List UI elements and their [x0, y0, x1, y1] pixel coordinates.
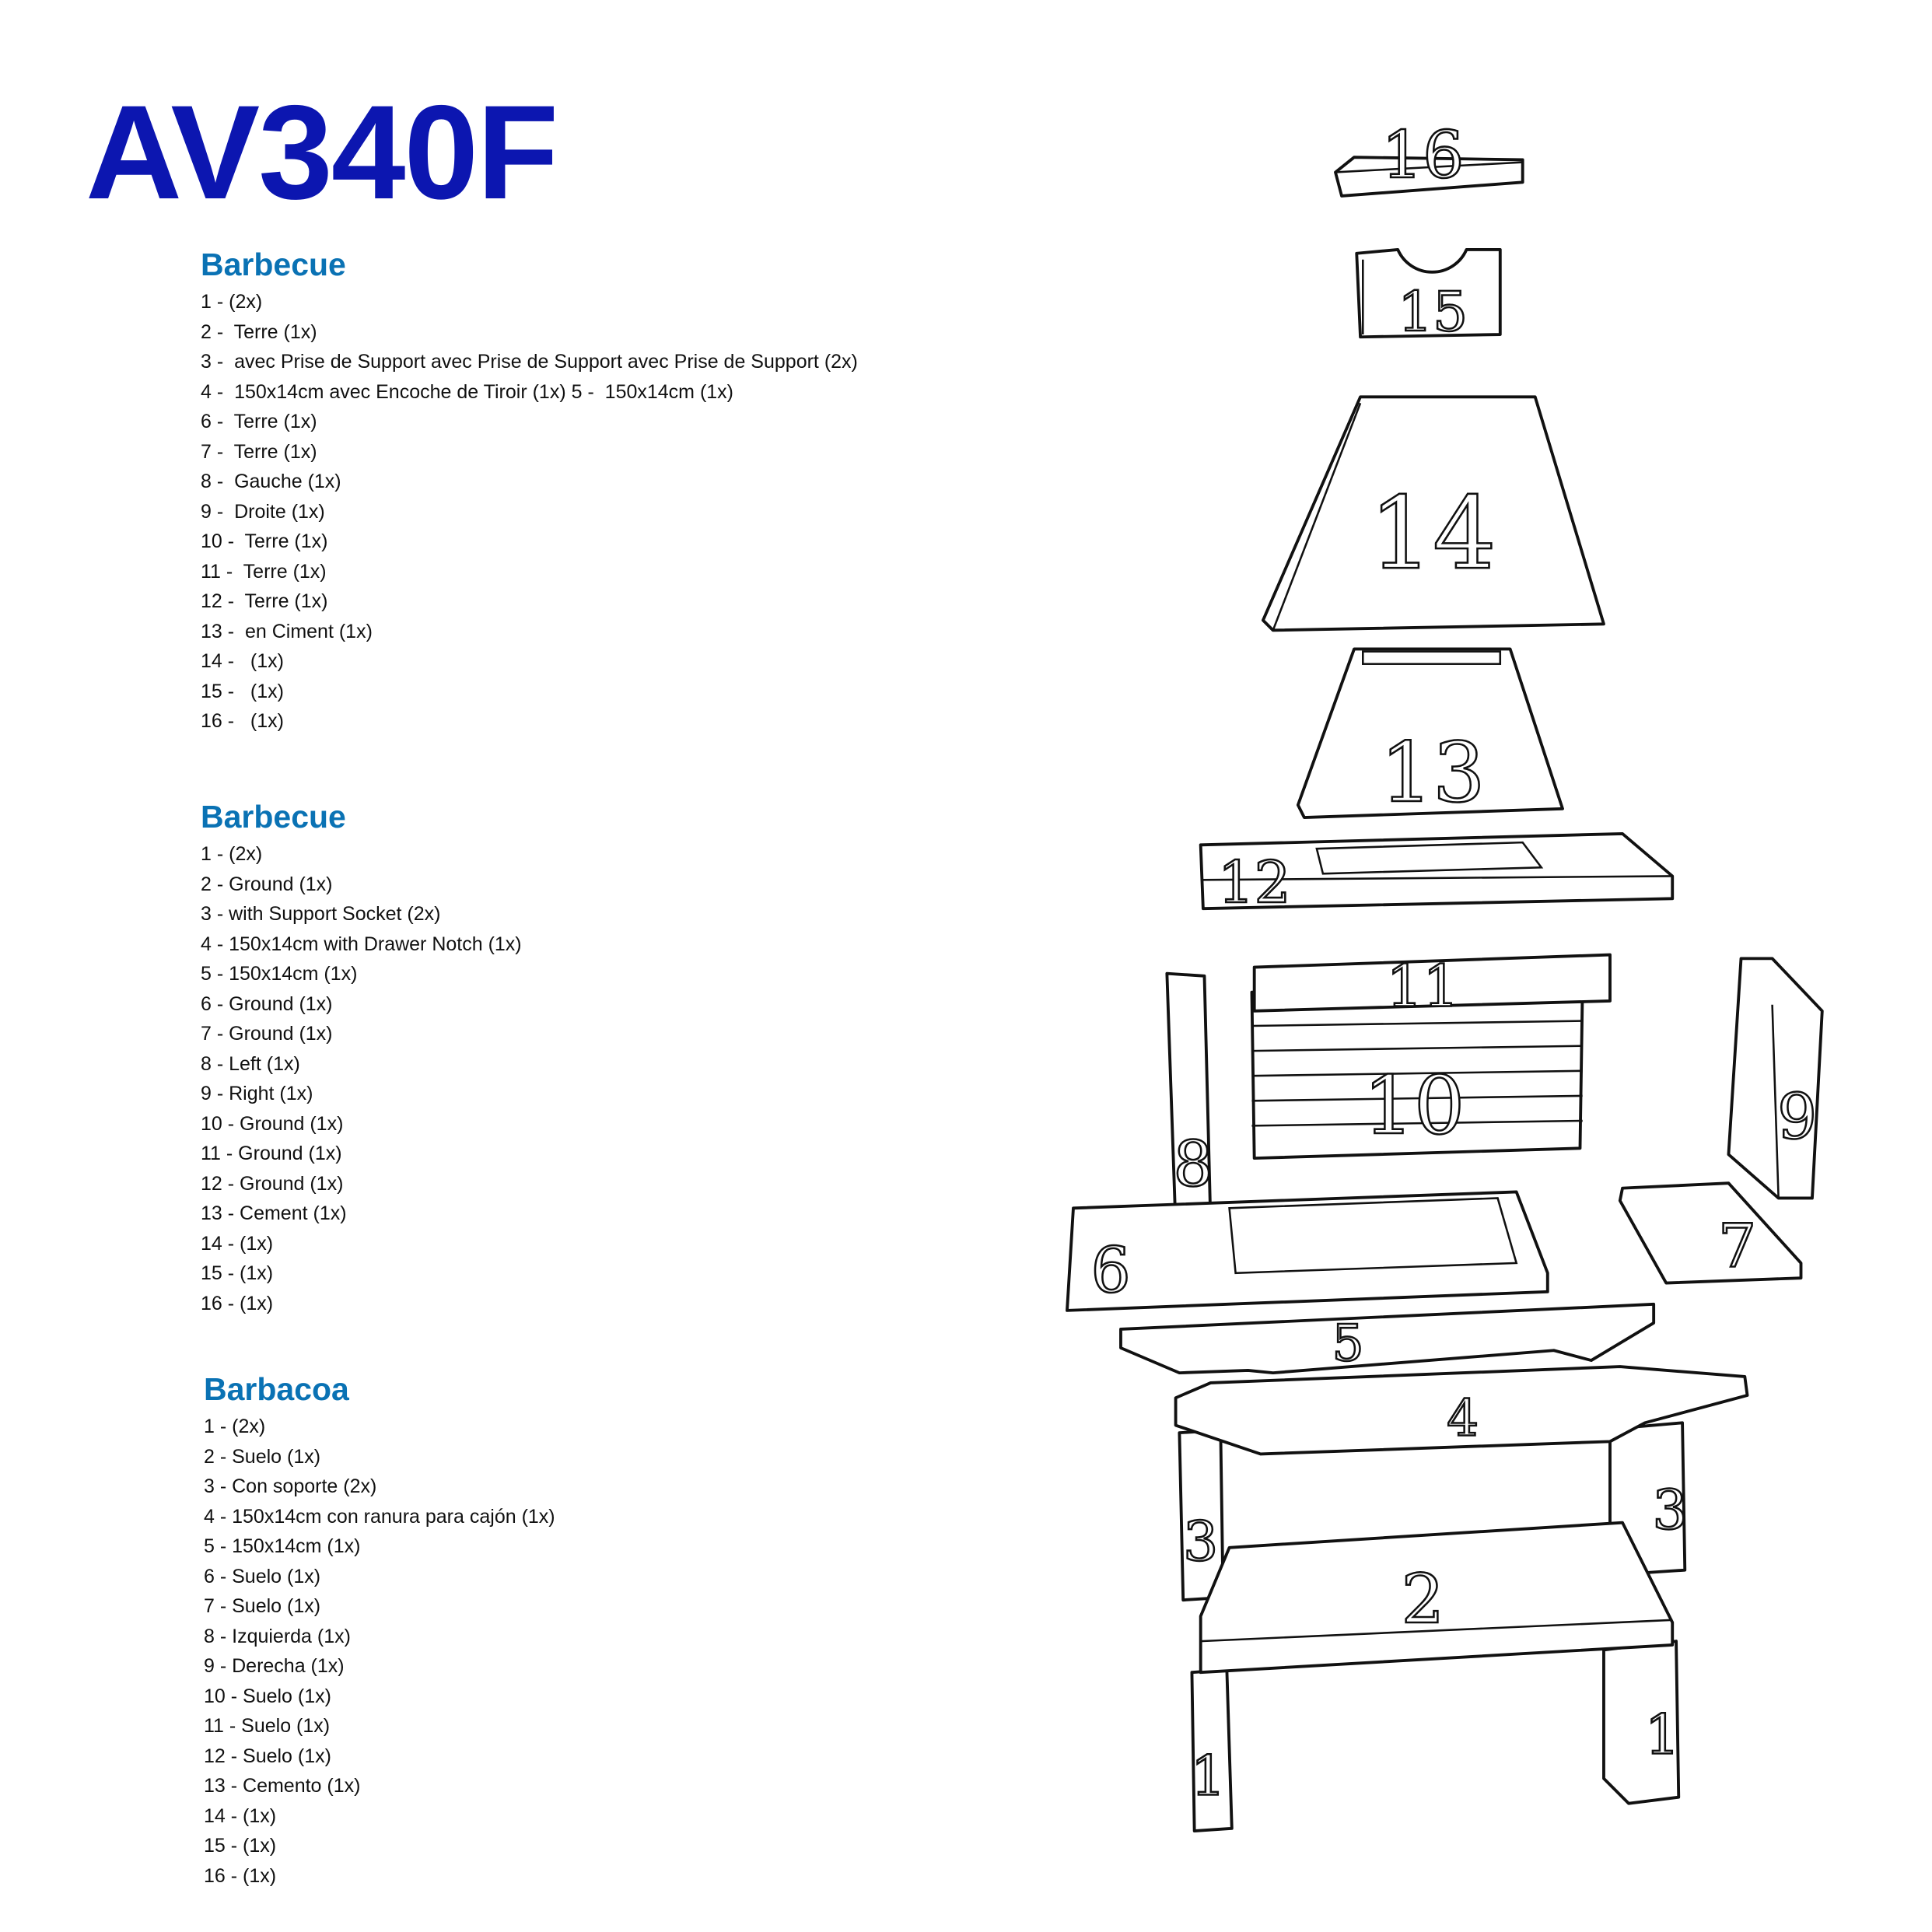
svg-text:15: 15 [1398, 279, 1468, 344]
part-list-item: 1 - (2x) [204, 1416, 266, 1438]
part-list-item: 14 - (1x) [201, 650, 284, 673]
product-code-title: AV340F [86, 78, 558, 227]
part-list-item: 10 - Terre (1x) [201, 530, 328, 553]
part-list-item: 10 - Ground (1x) [201, 1112, 344, 1135]
part-list-item: 9 - Right (1x) [201, 1083, 313, 1105]
part-10: 10 [1250, 984, 1584, 1160]
part-16: 16 [1334, 117, 1524, 198]
part-9: 9 [1727, 957, 1824, 1200]
part-list-item: 9 - Derecha (1x) [204, 1655, 345, 1678]
part-2: 2 [1199, 1521, 1675, 1675]
svg-text:2: 2 [1402, 1561, 1444, 1639]
svg-text:12: 12 [1218, 849, 1291, 916]
part-11: 11 [1252, 952, 1612, 1021]
part-list-item: 4 - 150x14cm avec Encoche de Tiroir (1x)… [201, 380, 734, 403]
svg-text:5: 5 [1332, 1314, 1364, 1373]
part-list-item: 11 - Ground (1x) [201, 1143, 342, 1165]
part-list-item: 15 - (1x) [201, 1262, 274, 1285]
part-list-item: 1 - (2x) [201, 291, 263, 313]
part-list-item: 15 - (1x) [204, 1835, 277, 1857]
part-list-item: 7 - Suelo (1x) [204, 1595, 321, 1618]
part-4: 4 [1174, 1365, 1749, 1456]
part-list-item: 2 - Ground (1x) [201, 873, 333, 895]
part-list-item: 10 - Suelo (1x) [204, 1685, 331, 1707]
section-english: Barbecue 1 - (2x) 2 - Ground (1x) 3 - with… [201, 799, 522, 1318]
svg-text:13: 13 [1381, 725, 1486, 821]
svg-text:1: 1 [1191, 1743, 1226, 1808]
part-list-item: 13 - Cement (1x) [201, 1202, 347, 1225]
part-5: 5 [1119, 1302, 1656, 1375]
parts-list: 1 - (2x) 2 - Ground (1x) 3 - with Support … [201, 839, 522, 1318]
part-list-item: 11 - Terre (1x) [201, 560, 327, 583]
svg-text:10: 10 [1363, 1060, 1465, 1153]
part-list-item: 12 - Suelo (1x) [204, 1745, 331, 1767]
section-heading: Barbacoa [204, 1371, 349, 1407]
part-list-item: 16 - (1x) [204, 1864, 277, 1887]
part-15: 15 [1355, 248, 1502, 345]
part-list-item: 8 - Izquierda (1x) [204, 1625, 351, 1647]
part-list-item: 14 - (1x) [201, 1232, 274, 1255]
part-list-item: 9 - Droite (1x) [201, 500, 325, 523]
svg-text:16: 16 [1381, 117, 1464, 193]
part-list-item: 3 - with Support Socket (2x) [201, 903, 441, 926]
part-list-item: 7 - Ground (1x) [201, 1023, 333, 1045]
part-list-item: 16 - (1x) [201, 1292, 274, 1314]
part-list-item: 14 - (1x) [204, 1804, 277, 1827]
part-list-item: 2 - Terre (1x) [201, 320, 317, 343]
svg-text:6: 6 [1091, 1234, 1131, 1307]
svg-text:3: 3 [1183, 1509, 1218, 1573]
part-12: 12 [1199, 831, 1675, 917]
svg-text:9: 9 [1777, 1080, 1817, 1153]
svg-text:14: 14 [1369, 476, 1496, 592]
part-list-item: 8 - Gauche (1x) [201, 471, 341, 493]
part-13: 13 [1296, 647, 1564, 821]
part-list-item: 5 - 150x14cm (1x) [204, 1535, 361, 1558]
part-7: 7 [1618, 1181, 1803, 1285]
part-1-left: 1 [1190, 1668, 1234, 1832]
part-list-item: 12 - Ground (1x) [201, 1172, 344, 1195]
part-list-item: 5 - 150x14cm (1x) [201, 963, 358, 985]
part-list-item: 12 - Terre (1x) [201, 590, 328, 613]
part-list-item: 16 - (1x) [201, 710, 284, 733]
part-list-item: 1 - (2x) [201, 843, 263, 866]
part-list-item: 8 - Left (1x) [201, 1052, 300, 1075]
part-list-item: 15 - (1x) [201, 680, 284, 702]
part-list-item: 4 - 150x14cm with Drawer Notch (1x) [201, 933, 522, 955]
part-list-item: 7 - Terre (1x) [201, 440, 317, 463]
part-list-item: 4 - 150x14cm con ranura para cajón (1x) [204, 1505, 555, 1528]
part-list-item: 2 - Suelo (1x) [204, 1445, 321, 1468]
svg-text:7: 7 [1718, 1213, 1756, 1282]
part-6: 6 [1066, 1190, 1549, 1312]
svg-text:4: 4 [1447, 1389, 1479, 1447]
svg-text:11: 11 [1386, 953, 1459, 1020]
part-list-item: 6 - Ground (1x) [201, 992, 333, 1015]
part-list-item: 3 - avec Prise de Support avec Prise de … [201, 351, 858, 373]
part-3-left: 3 [1178, 1429, 1225, 1602]
part-14: 14 [1261, 395, 1605, 632]
part-list-item: 6 - Terre (1x) [201, 411, 317, 433]
part-8: 8 [1165, 971, 1214, 1227]
section-french: Barbecue 1 - (2x) 2 - Terre (1x) 3 - avec … [201, 247, 858, 737]
part-list-item: 13 - en Ciment (1x) [201, 620, 373, 642]
part-list-item: 11 - Suelo (1x) [204, 1715, 331, 1738]
part-list-item: 6 - Suelo (1x) [204, 1565, 321, 1587]
part-list-item: 13 - Cemento (1x) [204, 1775, 361, 1797]
parts-list: 1 - (2x) 2 - Suelo (1x) 3 - Con soporte (2… [204, 1412, 555, 1891]
parts-list: 1 - (2x) 2 - Terre (1x) 3 - avec Prise de … [201, 287, 858, 737]
section-spanish: Barbacoa 1 - (2x) 2 - Suelo (1x) 3 - Con s… [204, 1371, 555, 1891]
section-heading: Barbecue [201, 247, 346, 282]
section-heading: Barbecue [201, 799, 346, 835]
svg-text:3: 3 [1653, 1478, 1688, 1542]
part-1-right: 1 [1602, 1640, 1681, 1805]
svg-text:1: 1 [1645, 1703, 1680, 1767]
svg-text:8: 8 [1174, 1128, 1213, 1200]
part-list-item: 3 - Con soporte (2x) [204, 1475, 377, 1498]
